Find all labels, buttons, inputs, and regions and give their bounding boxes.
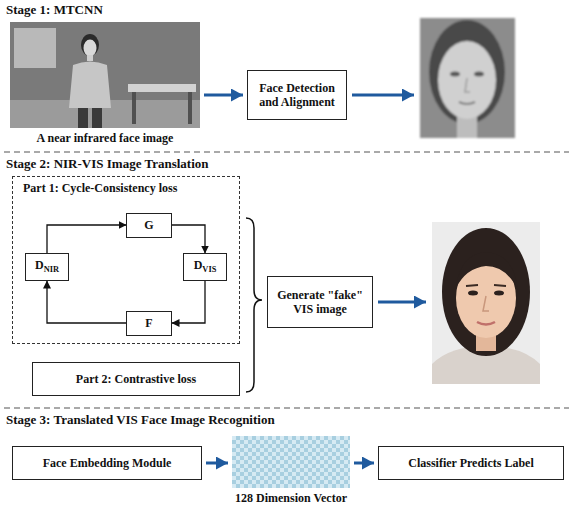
vector-box: 128 Dimension Vector (232, 436, 350, 488)
generator-box: F (126, 311, 172, 336)
cycle-arrow (172, 225, 205, 253)
process-box: Generate "fake" VIS image (267, 276, 373, 328)
flow-arrow (352, 94, 414, 97)
box-label: DVIS (194, 258, 217, 275)
flow-arrow (204, 94, 243, 97)
vector-caption: 128 Dimension Vector (235, 491, 347, 505)
discriminator-box: DNIR (25, 253, 69, 281)
loss-group: Part 1: Cycle-Consistency lossG DNIR DVIS F (12, 176, 240, 344)
process-box: Face Detection and Alignment (247, 70, 347, 120)
stage-heading: Stage 3: Translated VIS Face Image Recog… (6, 412, 275, 428)
box-label: Face Embedding Module (43, 456, 172, 470)
stage-heading: Stage 1: MTCNN (6, 2, 103, 18)
generated-face (432, 222, 540, 384)
stage-heading: Stage 2: NIR-VIS Image Translation (6, 156, 208, 172)
cycle-arrow (47, 281, 126, 323)
box-label: Classifier Predicts Label (408, 456, 534, 470)
stage-separator (4, 151, 569, 152)
loss-box: Part 2: Contrastive loss (32, 362, 240, 396)
curly-brace (246, 218, 262, 392)
discriminator-box: DVIS (183, 253, 227, 281)
box-label: Face Detection and Alignment (252, 81, 342, 110)
box-label: Part 2: Contrastive loss (76, 372, 196, 386)
stage-separator (4, 407, 569, 408)
module-box: Face Embedding Module (12, 446, 202, 480)
nir-photo (10, 22, 200, 128)
box-label: G (144, 218, 153, 232)
box-label: Generate "fake" VIS image (272, 288, 368, 317)
image-caption: A near infrared face image (37, 131, 174, 145)
generator-box: G (126, 213, 172, 238)
classifier-box: Classifier Predicts Label (378, 446, 564, 480)
cycle-arrow (172, 281, 205, 323)
flow-arrow (354, 462, 374, 465)
vector-grid (232, 436, 350, 488)
input-photo: A near infrared face image (10, 22, 200, 128)
cycle-arrow (47, 225, 126, 253)
cropped-face (420, 18, 515, 138)
flow-arrow (206, 462, 228, 465)
group-title: Part 1: Cycle-Consistency loss (23, 181, 177, 195)
box-label: DNIR (35, 258, 59, 275)
box-label: F (145, 316, 152, 330)
flow-arrow (378, 301, 426, 304)
